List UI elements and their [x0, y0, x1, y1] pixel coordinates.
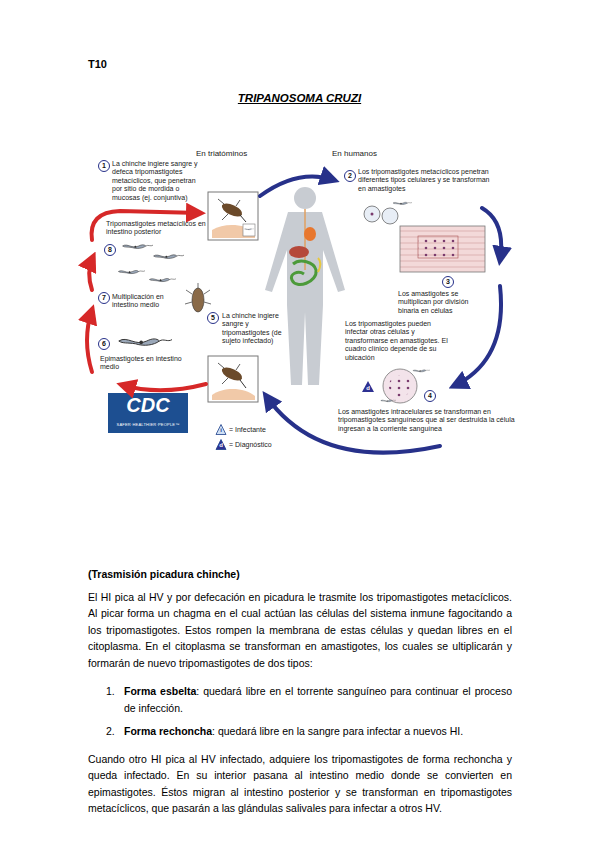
- stage-text: Tripomastigotes metacíclicos en intestin…: [106, 220, 206, 237]
- logo-ground: [108, 393, 188, 433]
- host-cells: [364, 202, 412, 224]
- panel-heading: En triatóminos: [196, 149, 276, 158]
- legend-swatch: i: [215, 424, 227, 435]
- bite-frame: [208, 192, 258, 240]
- callout-number: 7: [98, 292, 110, 304]
- section-heading: (Trasmisión picadura chinche): [88, 566, 512, 583]
- legend-row: d = Diagnóstico: [215, 439, 272, 450]
- body-paragraph: El HI pica al HV y por defecación en pic…: [88, 589, 512, 672]
- body-text: Forma esbelta: [124, 685, 196, 697]
- stage-marker-letter: d: [364, 385, 372, 392]
- symbol-letter: i: [217, 427, 225, 434]
- stage-text: Los amastigotes se multiplican por divis…: [398, 290, 490, 315]
- callout-number: 4: [424, 390, 436, 402]
- list-item: Forma esbelta: quedará libre en el torre…: [124, 683, 512, 716]
- body-text: El HI pica al HV y por defecación en pic…: [88, 591, 512, 669]
- callout-number: 8: [104, 244, 116, 256]
- callout-number: 5: [207, 312, 219, 324]
- stage-text: La chinche ingiere sangre y tripomastigo…: [222, 312, 284, 346]
- logo-text: CDC: [108, 394, 188, 417]
- callout-number: 1: [98, 160, 110, 172]
- stage-text: Multiplicación en intestino medio: [112, 293, 184, 310]
- body-paragraph: Cuando otro HI pica al HV infectado, adq…: [88, 751, 512, 817]
- legend-swatch: d: [215, 439, 227, 450]
- legend-text: = Infectante: [229, 426, 266, 433]
- human-figure: [265, 187, 345, 385]
- callout-number: 2: [344, 170, 356, 182]
- list-number: 1.: [106, 683, 115, 700]
- body-text: : quedará libre en la sangre para infect…: [212, 725, 463, 737]
- body-text: Cuando otro HI pica al HV infectado, adq…: [88, 753, 512, 815]
- body-text: Forma rechoncha: [124, 725, 212, 737]
- stage-text: Epimastigotes en intestino medio: [100, 355, 186, 372]
- body-text: (Trasmisión picadura chinche): [88, 568, 240, 580]
- ruptured-cell: [362, 369, 430, 403]
- stage-text: Los tripomastigotes pueden infectar otra…: [345, 320, 455, 362]
- metacyclic-trypomastigotes: [123, 245, 184, 259]
- stage-text: Los amastigotes intracelulares se transf…: [338, 408, 516, 433]
- legend-text: = Diagnóstico: [229, 441, 272, 448]
- bite-frame: [208, 356, 258, 402]
- document-title: TRIPANOSOMA CRUZI: [0, 92, 599, 104]
- epimastigote: [119, 339, 172, 345]
- list-item: Forma rechoncha: quedará libre en la san…: [124, 723, 512, 740]
- panel-heading: En humanos: [332, 149, 412, 158]
- list-number: 2.: [106, 723, 115, 740]
- legend-row: i = Infectante: [215, 424, 266, 435]
- logo-tagline: SAFER·HEALTHIER·PEOPLE™: [108, 422, 188, 427]
- symbol-letter: d: [217, 442, 225, 449]
- stage-text: La chinche ingiere sangre y defeca tripo…: [112, 160, 204, 202]
- callout-number: 3: [442, 276, 454, 288]
- section-code: T10: [88, 58, 168, 70]
- stage-text: Los tripomastigotes metacíclicos penetra…: [358, 168, 490, 193]
- callout-number: 6: [98, 338, 110, 350]
- muscle-tissue: [400, 226, 485, 272]
